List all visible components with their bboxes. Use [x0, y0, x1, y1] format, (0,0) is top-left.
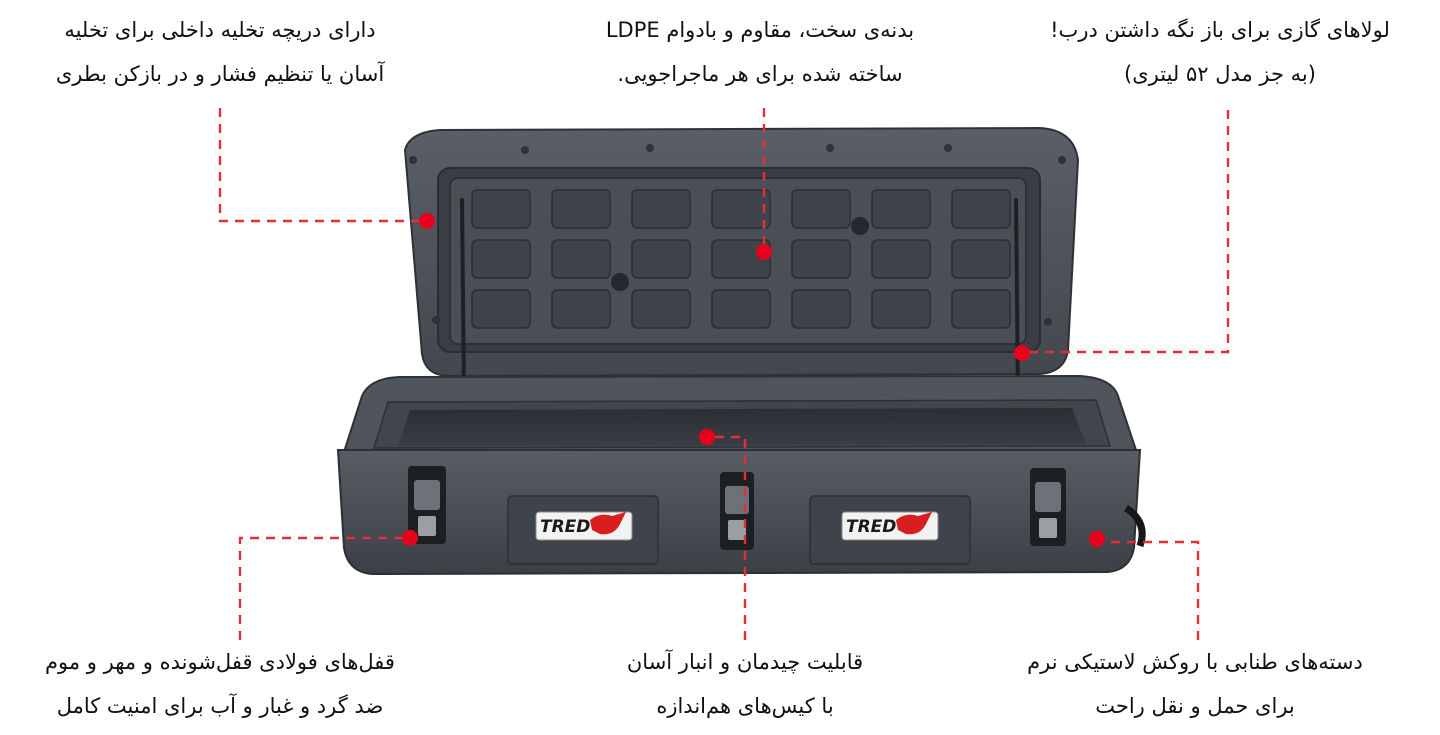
- steel-latch-left: [408, 466, 446, 544]
- caption-line: ضد گرد و غبار و آب برای امنیت کامل: [56, 694, 384, 718]
- red-dot-marker: [756, 244, 772, 260]
- red-dot-marker: [699, 429, 715, 445]
- steel-latch-center: [720, 472, 754, 550]
- caption-line: لولاهای گازی برای باز نگه داشتن درب!: [1050, 18, 1390, 42]
- steel-latch-right: [1030, 468, 1066, 546]
- red-dot-marker: [1089, 531, 1105, 547]
- caption-body-material: بدنه‌ی سخت، مقاوم و بادوام LDPE ساخته شد…: [555, 8, 965, 96]
- rope-handle: [1123, 505, 1146, 548]
- caption-line: دارای دریچه تخلیه داخلی برای تخلیه: [64, 18, 376, 42]
- caption-line: دسته‌های طنابی با روکش لاستیکی نرم: [1027, 650, 1363, 674]
- callout-markers: [402, 213, 1105, 547]
- caption-steel-latches: قفل‌های فولادی قفل‌شونده و مهر و موم ضد …: [0, 640, 440, 728]
- red-dot-marker: [419, 213, 435, 229]
- caption-line: آسان یا تنظیم فشار و در بازکن بطری: [55, 62, 385, 86]
- caption-line: ساخته شده برای هر ماجراجویی.: [617, 62, 903, 86]
- caption-line: برای حمل و نقل راحت: [1095, 694, 1295, 718]
- bull-logo-icon: [896, 512, 932, 535]
- brand-badge-right: TRED: [841, 511, 939, 541]
- caption-rope-handles: دسته‌های طنابی با روکش لاستیکی نرم برای …: [985, 640, 1405, 728]
- svg-text:TRED: TRED: [540, 517, 590, 537]
- caption-gas-struts: لولاهای گازی برای باز نگه داشتن درب! (به…: [1000, 8, 1440, 96]
- red-dot-marker: [1014, 345, 1030, 361]
- svg-text:TRED: TRED: [846, 517, 896, 537]
- caption-line: بدنه‌ی سخت، مقاوم و بادوام LDPE: [605, 18, 915, 42]
- gas-struts: [460, 198, 1020, 400]
- caption-line: (به جز مدل ۵۲ لیتری): [1124, 62, 1316, 86]
- caption-line: قابلیت چیدمان و انبار آسان: [626, 650, 864, 674]
- bull-logo-icon: [590, 512, 626, 535]
- case-lid: [403, 126, 1080, 378]
- callout-lines: [218, 108, 1230, 640]
- lid-grid-pattern: [471, 189, 1011, 329]
- caption-drain-valve: دارای دریچه تخلیه داخلی برای تخلیه آسان …: [0, 8, 440, 96]
- brand-badge-left: TRED: [535, 511, 633, 541]
- caption-stacking: قابلیت چیدمان و انبار آسان با کیس‌های هم…: [560, 640, 930, 728]
- caption-line: با کیس‌های هم‌اندازه: [656, 694, 834, 718]
- red-dot-marker: [402, 530, 418, 546]
- caption-line: قفل‌های فولادی قفل‌شونده و مهر و موم: [45, 650, 395, 674]
